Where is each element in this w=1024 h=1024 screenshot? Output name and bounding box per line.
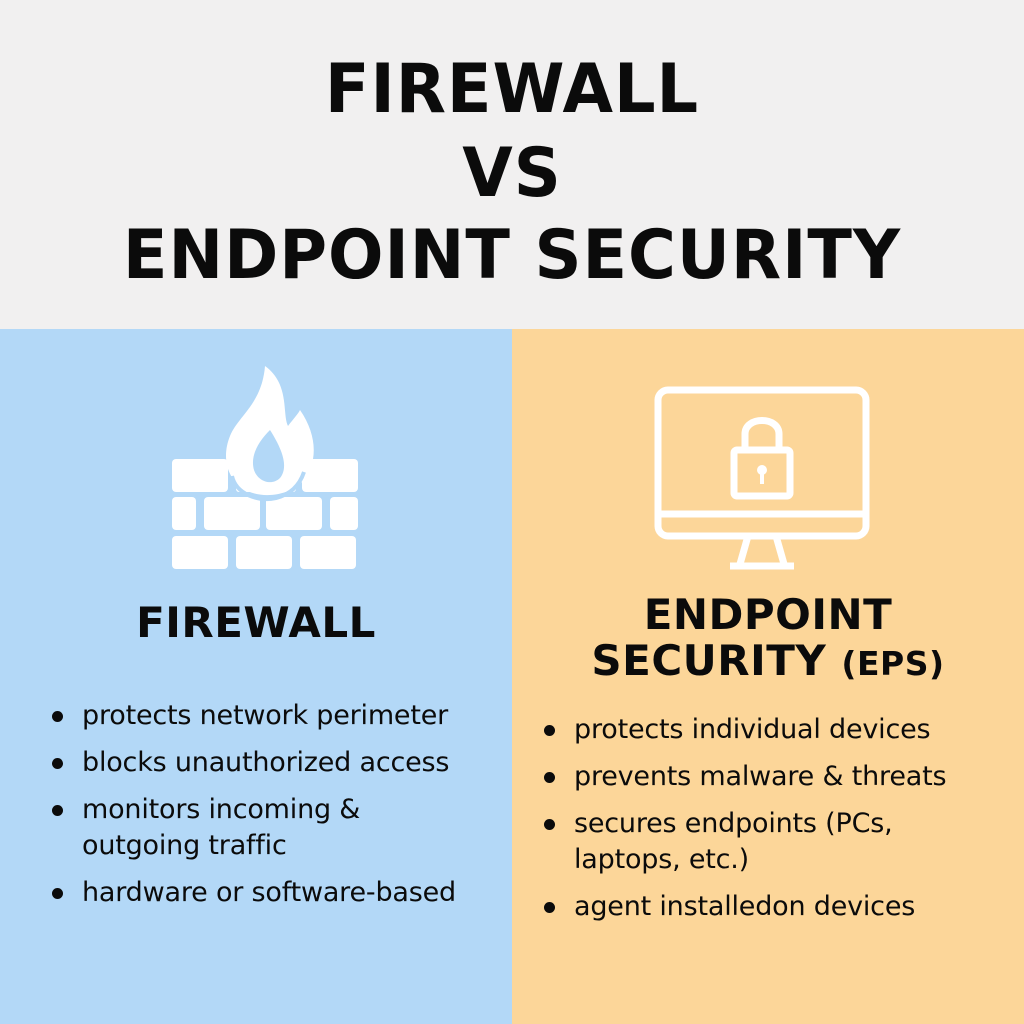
endpoint-security-title: ENDPOINT SECURITY (EPS)	[512, 592, 1024, 687]
title-header: FIREWALL VS ENDPOINT SECURITY	[0, 0, 1024, 329]
title-line-firewall: FIREWALL	[324, 50, 700, 129]
firewall-brick-flame-icon	[172, 366, 358, 569]
list-item: protects network perimeter	[50, 698, 500, 734]
list-item: protects individual devices	[542, 712, 1012, 748]
endpoint-title-line2: SECURITY (EPS)	[512, 638, 1024, 687]
list-item: hardware or software-based	[50, 875, 500, 911]
endpoint-bullet-list: protects individual devices prevents mal…	[542, 712, 1012, 936]
monitor-lock-icon	[654, 386, 870, 570]
firewall-bullet-list: protects network perimeter blocks unauth…	[50, 698, 500, 922]
endpoint-title-line1: ENDPOINT	[643, 590, 893, 639]
list-item: agent installedon devices	[542, 889, 1012, 925]
endpoint-security-panel: ENDPOINT SECURITY (EPS) protects individ…	[512, 329, 1024, 1024]
firewall-title: FIREWALL	[136, 598, 376, 647]
title-line-endpoint-security: ENDPOINT SECURITY	[122, 216, 902, 295]
list-item: monitors incoming & outgoing traffic	[50, 792, 412, 864]
firewall-panel: FIREWALL protects network perimeter bloc…	[0, 329, 512, 1024]
endpoint-title-security: SECURITY	[591, 636, 827, 685]
list-item: blocks unauthorized access	[50, 745, 500, 781]
list-item: secures endpoints (PCs, laptops, etc.)	[542, 806, 934, 878]
title-line-vs: VS	[462, 134, 562, 213]
eps-abbreviation: (EPS)	[841, 644, 945, 683]
list-item: prevents malware & threats	[542, 759, 1012, 795]
